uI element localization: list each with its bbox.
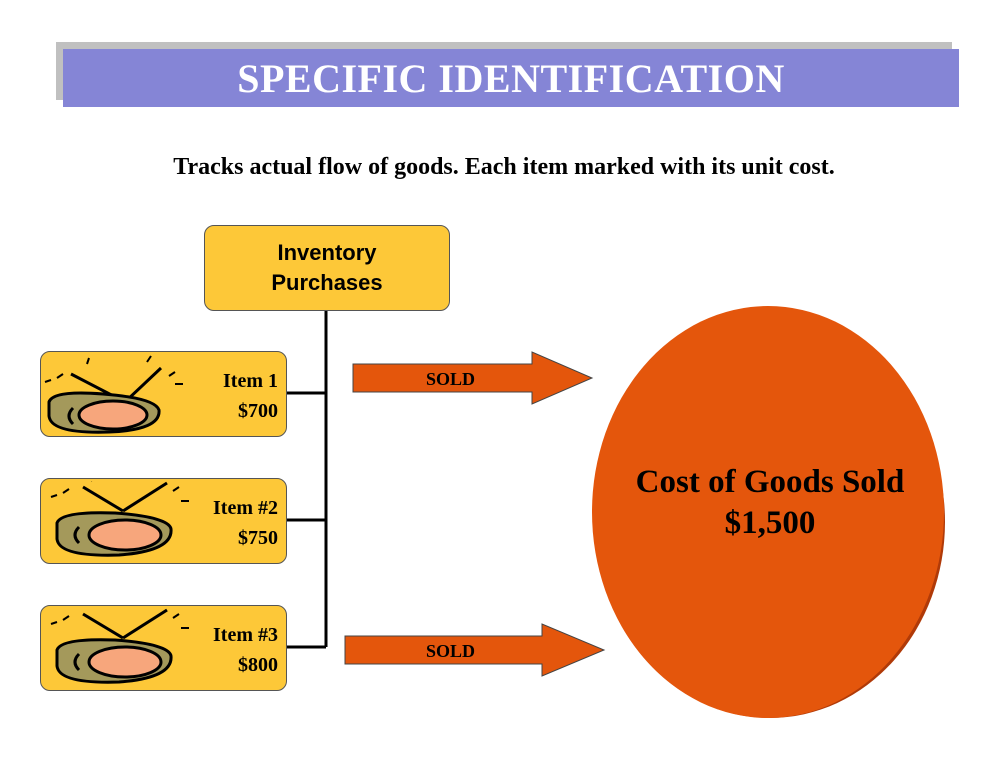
- subtitle: Tracks actual flow of goods. Each item m…: [173, 154, 835, 180]
- sold-arrow-2: [344, 623, 606, 677]
- item-name-1: Item 1: [223, 370, 278, 392]
- cogs-disc: [592, 306, 944, 718]
- cogs-label: Cost of Goods Sold $1,500: [595, 462, 945, 544]
- cogs-amount: $1,500: [724, 505, 816, 541]
- item-label-2: Item #2 $750: [213, 493, 278, 553]
- tv-icon: [50, 608, 189, 684]
- item-box-3: Item #3 $800: [40, 605, 287, 691]
- inventory-purchases-box: Inventory Purchases: [204, 225, 450, 311]
- item-box-1: Item 1 $700: [40, 351, 287, 437]
- item-box-2: Item #2 $750: [40, 478, 287, 564]
- item-label-1: Item 1 $700: [223, 366, 278, 426]
- sold-label-1: SOLD: [426, 369, 476, 389]
- cogs-title: Cost of Goods Sold: [635, 464, 905, 500]
- sold-label-2: SOLD: [426, 641, 476, 661]
- inventory-label-line2: Purchases: [271, 270, 383, 295]
- tv-icon: [44, 355, 183, 434]
- item-label-3: Item #3 $800: [213, 620, 278, 680]
- inventory-label-line1: Inventory: [277, 240, 377, 265]
- tv-icon: [50, 481, 189, 557]
- page-title: SPECIFIC IDENTIFICATION: [237, 55, 785, 101]
- item-cost-1: $700: [238, 400, 278, 422]
- item-cost-3: $800: [238, 654, 278, 676]
- title-bar: SPECIFIC IDENTIFICATION: [63, 49, 959, 107]
- item-name-2: Item #2: [213, 497, 278, 519]
- item-name-3: Item #3: [213, 624, 278, 646]
- item-cost-2: $750: [238, 527, 278, 549]
- sold-arrow-1: [352, 351, 594, 405]
